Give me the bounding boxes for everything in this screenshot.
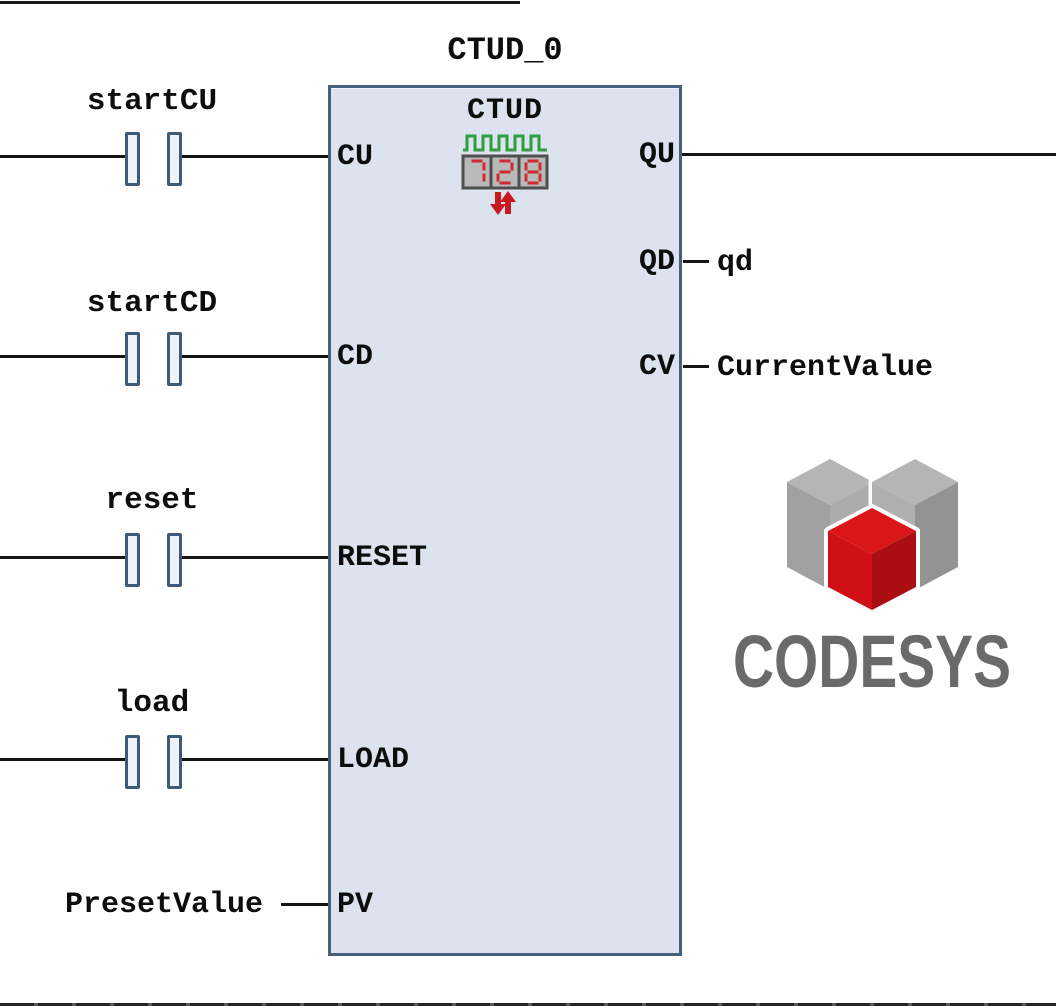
operand-qd[interactable]: qd xyxy=(717,246,754,280)
wire-qu-out xyxy=(682,153,1056,156)
contact-label[interactable]: reset xyxy=(105,483,199,518)
no-contact-bar-left[interactable] xyxy=(125,735,140,789)
no-contact-bar-right[interactable] xyxy=(167,332,182,386)
pin-cd: CD xyxy=(337,340,374,374)
wire xyxy=(0,556,126,559)
no-contact-bar-left[interactable] xyxy=(125,132,140,186)
wire xyxy=(281,903,328,906)
contact-label[interactable]: load xyxy=(114,686,190,721)
pin-load: LOAD xyxy=(337,743,410,777)
top-edge-line xyxy=(0,1,520,4)
logo-cube-red xyxy=(824,504,920,614)
operand-preset-value[interactable]: PresetValue xyxy=(64,888,263,922)
no-contact-bar-right[interactable] xyxy=(167,735,182,789)
pin-reset: RESET xyxy=(337,541,428,575)
wire xyxy=(0,155,126,158)
codesys-logo: CODESYS xyxy=(733,455,1011,703)
no-contact-bar-right[interactable] xyxy=(167,533,182,587)
function-block-instance-name[interactable]: CTUD_0 xyxy=(447,32,563,69)
function-block-type: CTUD xyxy=(466,94,543,128)
wire xyxy=(0,758,126,761)
down-arrow-icon xyxy=(490,192,506,215)
up-arrow-icon xyxy=(500,191,516,214)
pin-cv: CV xyxy=(638,350,675,384)
pin-qd: QD xyxy=(638,245,675,279)
pin-pv: PV xyxy=(337,888,374,922)
function-block-ctud[interactable] xyxy=(328,85,682,956)
wire xyxy=(683,365,709,368)
wire xyxy=(182,556,328,559)
bottom-edge-line xyxy=(0,1003,1056,1006)
pin-qu: QU xyxy=(638,138,675,172)
wire xyxy=(182,155,328,158)
contact-label[interactable]: startCD xyxy=(86,286,218,321)
codesys-wordmark: CODESYS xyxy=(733,620,1011,703)
wire xyxy=(182,355,328,358)
ctud-counter-icon xyxy=(461,134,549,215)
wire xyxy=(182,758,328,761)
no-contact-bar-left[interactable] xyxy=(125,533,140,587)
wire xyxy=(683,260,709,263)
pulse-wave-icon xyxy=(463,134,547,152)
wire xyxy=(0,355,126,358)
seven-segment-display-icon xyxy=(461,154,549,190)
contact-label[interactable]: startCU xyxy=(86,84,218,119)
no-contact-bar-left[interactable] xyxy=(125,332,140,386)
pin-cu: CU xyxy=(337,140,374,174)
no-contact-bar-right[interactable] xyxy=(167,132,182,186)
operand-current-value[interactable]: CurrentValue xyxy=(717,351,934,385)
